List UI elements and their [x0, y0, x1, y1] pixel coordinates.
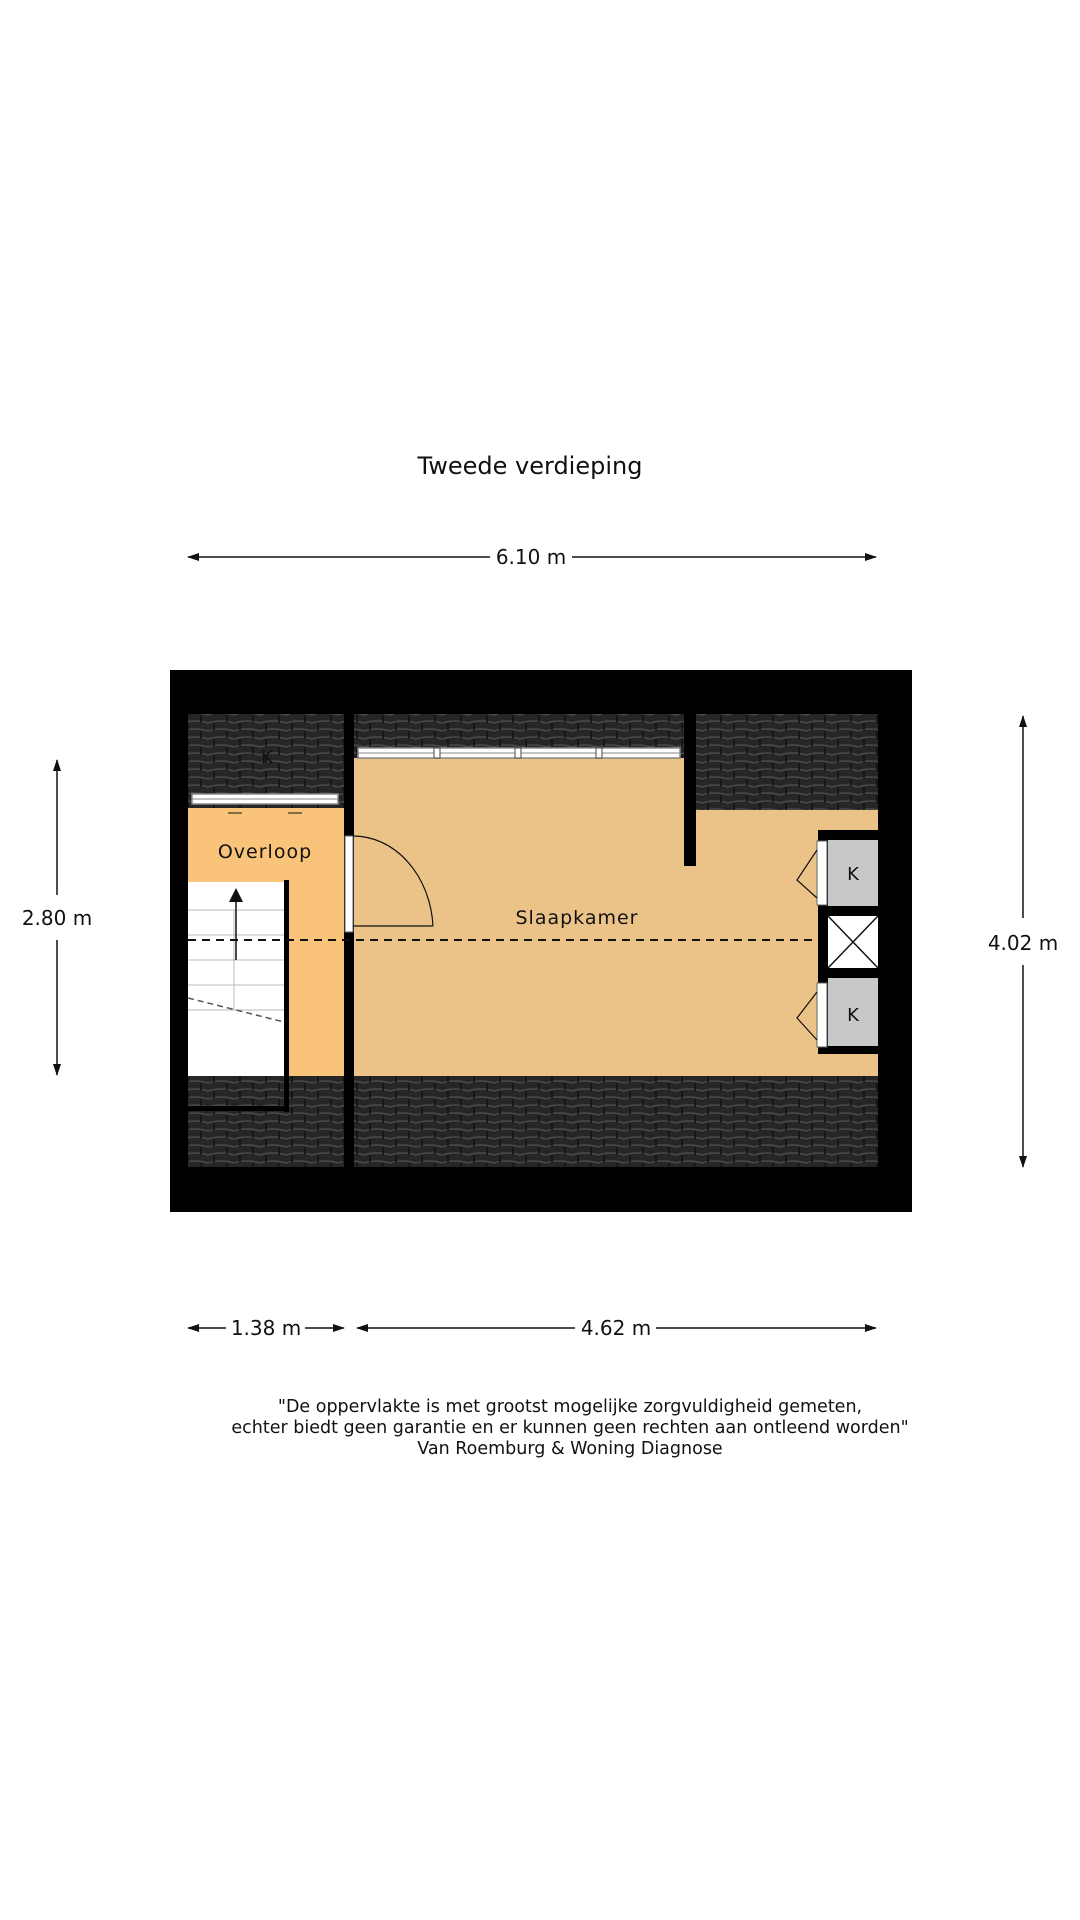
window-overloop: [191, 793, 339, 814]
door-slaapkamer: [344, 835, 434, 933]
dimension-bottom-right: 4.62 m: [356, 1316, 877, 1340]
dimension-label-bottom-right: 4.62 m: [581, 1316, 651, 1340]
roof-tiles-top-left: [188, 714, 344, 808]
closet-top: K: [796, 830, 878, 910]
room-label-overloop: Overloop: [218, 841, 312, 863]
disclaimer-line-2: echter biedt geen garantie en er kunnen …: [231, 1418, 909, 1438]
dimension-label-left-height: 2.80 m: [22, 906, 92, 930]
room-label-slaapkamer: Slaapkamer: [515, 907, 638, 929]
page-title: Tweede verdieping: [417, 452, 643, 480]
disclaimer-line-1: "De oppervlakte is met grootst mogelijke…: [277, 1397, 863, 1417]
disclaimer-line-3: Van Roemburg & Woning Diagnose: [417, 1439, 723, 1459]
slaapkamer-floor: [354, 758, 878, 1076]
dimension-right-height: 4.02 m: [988, 715, 1058, 1168]
dimension-label-right-height: 4.02 m: [988, 931, 1058, 955]
dimension-total-width: 6.10 m: [187, 545, 877, 569]
disclaimer: "De oppervlakte is met grootst mogelijke…: [140, 1397, 1000, 1460]
dimension-left-height: 2.80 m: [22, 759, 92, 1076]
roof-tiles-bottom-right: [354, 1076, 878, 1167]
closet-bottom-label: K: [847, 1005, 860, 1026]
roof-tiles-bottom-left: [188, 1076, 344, 1167]
dimension-bottom-left: 1.38 m: [187, 1316, 345, 1340]
closet-bottom: K: [796, 970, 878, 1054]
dimension-label-bottom-left: 1.38 m: [231, 1316, 301, 1340]
roof-label: K: [261, 747, 274, 768]
staircase: [187, 880, 289, 1112]
stair-arrow-icon: [229, 888, 243, 902]
closet-top-label: K: [847, 864, 860, 885]
partition-wall: [684, 714, 696, 866]
shaft: [818, 908, 879, 972]
window-top-slaapkamer: [357, 747, 681, 759]
dimension-label-total-width: 6.10 m: [496, 545, 566, 569]
roof-tiles-top-right: [696, 714, 878, 810]
